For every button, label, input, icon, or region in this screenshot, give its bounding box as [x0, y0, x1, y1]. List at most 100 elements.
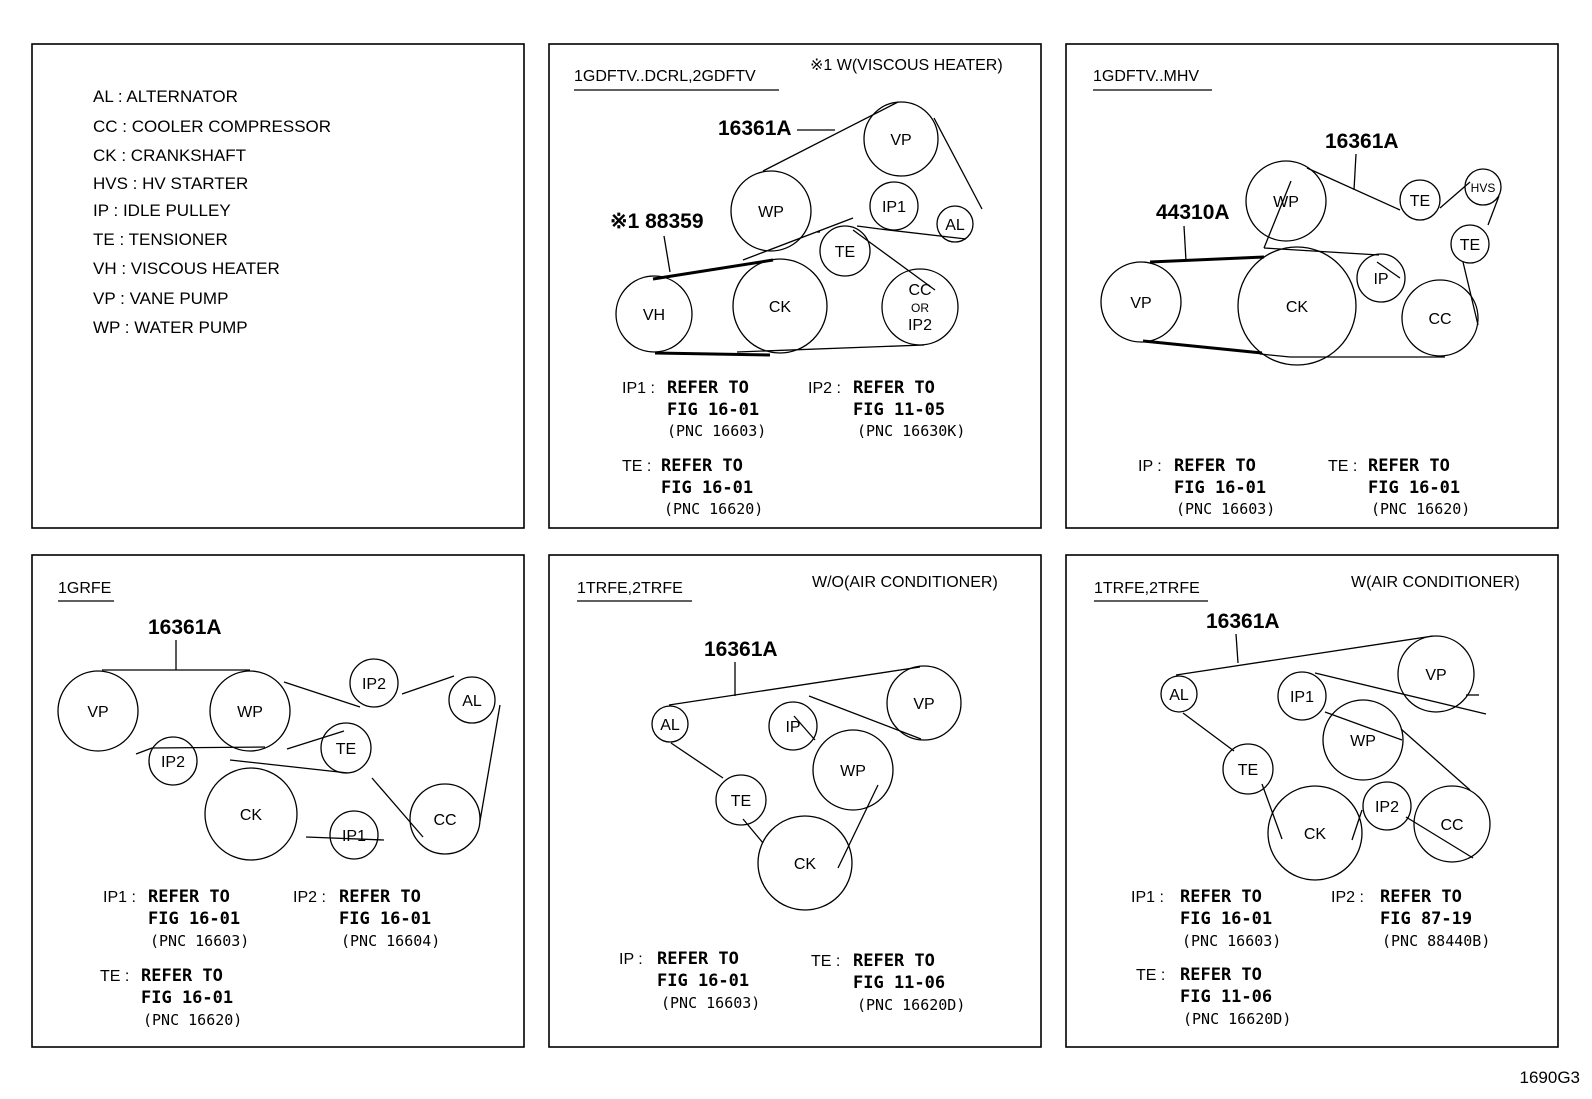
pulley-te [320, 722, 372, 774]
ref-pnc: (PNC 16603) [667, 422, 766, 440]
pulley-label: TE [336, 741, 356, 758]
pulley-ip2-upper [349, 658, 399, 708]
pulley-al [651, 705, 689, 743]
pulley-te [819, 225, 871, 277]
pulley-cc [1401, 279, 1479, 357]
part-number: ※1 88359 [610, 210, 704, 233]
svg-text:VP : VANE PUMP: VP : VANE PUMP [93, 289, 228, 308]
legend-list: AL : ALTERNATOR CC : COOLER COMPRESSOR C… [93, 87, 331, 337]
panel-2-leaders [1093, 89, 1357, 262]
ref-key: IP2 : [808, 380, 841, 397]
pulley-al [936, 205, 974, 243]
pulley-wp [209, 670, 291, 752]
ref-key: TE : [811, 953, 840, 970]
panel-note: W/O(AIR CONDITIONER) [812, 574, 998, 591]
pulley-al [1160, 675, 1198, 713]
svg-text:IP : IDLE PULLEY: IP : IDLE PULLEY [93, 201, 231, 220]
ref-key: IP1 : [1131, 889, 1164, 906]
pulley-vh [615, 275, 693, 353]
svg-text:TE : TENSIONER: TE : TENSIONER [93, 230, 228, 249]
pulley-ip2-lower [148, 736, 198, 786]
ref-pnc: (PNC 16603) [661, 994, 760, 1012]
legend-name: WATER PUMP [134, 318, 247, 337]
pulley-label: TE [1410, 193, 1430, 210]
legend-name: VANE PUMP [130, 289, 229, 308]
legend-code: VP : [93, 289, 125, 308]
ref-pnc: (PNC 16630K) [857, 422, 965, 440]
pulley-ck [732, 258, 828, 354]
ref-pnc: (PNC 16603) [150, 932, 249, 950]
ref-line: REFER TO [667, 378, 749, 398]
svg-text:VH : VISCOUS HEATER: VH : VISCOUS HEATER [93, 259, 280, 278]
panel-5-pulleys [1160, 635, 1491, 881]
pulley-label: HVS [1471, 181, 1496, 195]
legend-name: VISCOUS HEATER [131, 259, 280, 278]
ref-pnc: (PNC 16620D) [857, 996, 965, 1014]
panel-header: 1GDFTV..MHV [1093, 68, 1199, 85]
panel-2-pulleys [1100, 160, 1502, 366]
legend-name: ALTERNATOR [126, 87, 237, 106]
panel-1grfe [31, 554, 525, 1048]
panel-1gdftv-dcrl [548, 43, 1042, 529]
pulley-te [715, 774, 767, 826]
pulley-cc [409, 783, 481, 855]
legend-name: COOLER COMPRESSOR [132, 117, 331, 136]
ref-line: FIG 16-01 [1368, 478, 1460, 498]
pulley-ip [1356, 253, 1406, 303]
pulley-label: WP [1350, 733, 1376, 750]
ref-line: REFER TO [657, 949, 739, 969]
part-number: 16361A [718, 117, 792, 140]
ref-line: REFER TO [1380, 887, 1462, 907]
pulley-vp [886, 665, 962, 741]
pulley-ck [1267, 785, 1363, 881]
legend-name: CRANKSHAFT [131, 146, 246, 165]
pulley-cc [1413, 785, 1491, 863]
pulley-label: TE [1238, 762, 1258, 779]
pulley-label: TE [731, 793, 751, 810]
pulley-label: VP [1425, 667, 1446, 684]
pulley-label: WP [758, 204, 784, 221]
pulley-te [1222, 743, 1274, 795]
panel-3-leaders [58, 600, 177, 670]
ref-pnc: (PNC 88440B) [1382, 932, 1490, 950]
pulley-label: CC [1440, 817, 1463, 834]
pulley-vp [1397, 635, 1475, 713]
part-number: 16361A [148, 616, 222, 639]
ref-line: REFER TO [1174, 456, 1256, 476]
pulley-label: IP [785, 719, 800, 736]
pulley-label: WP [1273, 194, 1299, 211]
pulley-label: CK [1286, 299, 1309, 316]
ref-line: REFER TO [853, 951, 935, 971]
ref-line: FIG 16-01 [148, 909, 240, 929]
part-number: 16361A [1206, 610, 1280, 633]
panel-1trfe-w-ac [1065, 554, 1559, 1048]
pulley-label: CC [908, 282, 931, 299]
ref-line: REFER TO [853, 378, 935, 398]
pulley-label: IP2 [1375, 799, 1399, 816]
ref-line: FIG 16-01 [661, 478, 753, 498]
part-number: 44310A [1156, 201, 1230, 224]
legend-code: VH : [93, 259, 126, 278]
figure-id: 1690G3 [1520, 1068, 1581, 1087]
panel-2-belts [1142, 167, 1500, 358]
ref-line: FIG 16-01 [1174, 478, 1266, 498]
pulley-label: WP [840, 763, 866, 780]
panel-4-leaders [577, 600, 736, 696]
panel-4-belt [668, 666, 922, 869]
ref-key: TE : [622, 458, 651, 475]
ref-line: FIG 16-01 [1180, 909, 1272, 929]
panel-1trfe-wo-ac [548, 554, 1042, 1048]
pulley-ck [757, 815, 853, 911]
svg-text:WP : WATER PUMP: WP : WATER PUMP [93, 318, 248, 337]
pulley-label: IP2 [908, 317, 932, 334]
pulley-wp [812, 729, 894, 811]
ref-pnc: (PNC 16603) [1176, 500, 1275, 518]
panel-1-belts [652, 101, 983, 357]
pulley-label: AL [945, 217, 965, 234]
pulley-label: IP2 [161, 754, 185, 771]
pulley-label: IP2 [362, 676, 386, 693]
panel-4-pulleys [651, 665, 962, 911]
ref-pnc: (PNC 16603) [1182, 932, 1281, 950]
legend-code: CK : [93, 146, 126, 165]
panel-note: W(AIR CONDITIONER) [1351, 574, 1520, 591]
